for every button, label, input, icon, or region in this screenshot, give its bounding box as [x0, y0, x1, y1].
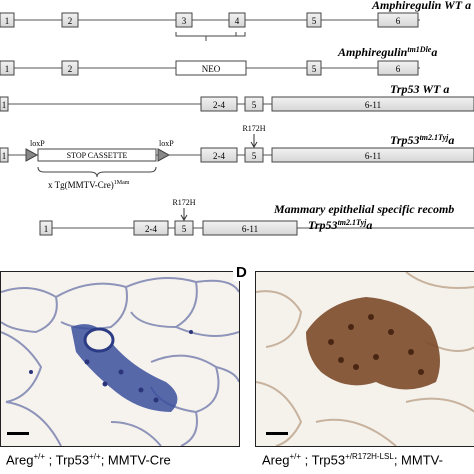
exon-label: 6	[396, 64, 401, 74]
micrograph-c-image	[1, 272, 239, 446]
exon-box	[377, 12, 419, 28]
allele-row-trp53-recombined: 1 2-4 5 6-11 R172H Mammary epithelial sp…	[39, 198, 474, 236]
exon-box	[377, 60, 419, 76]
exon-box	[244, 96, 264, 112]
exon-label: 5	[182, 224, 187, 234]
exon-label: 1	[44, 224, 49, 234]
stop-cassette	[37, 148, 157, 162]
panel-label-d: D	[233, 264, 250, 281]
allele-row-trp53-lsl: 1 loxP STOP CASSETTE loxP 2-4 5 6-11 R17…	[0, 124, 474, 190]
allele-row-trp53-wt: 1 2-4 5 6-11 Trp53 WT a	[0, 82, 474, 112]
exon-box	[306, 60, 322, 76]
exon-box	[306, 12, 322, 28]
exon-box	[200, 147, 238, 163]
exon-box	[174, 220, 194, 236]
exon-label: 2-4	[145, 224, 157, 234]
mutation-arrow-icon	[250, 134, 258, 148]
exon-label: 1	[2, 151, 7, 161]
panel-c-caption: Areg+/+ ; Trp53+/+; MMTV-Cre	[6, 452, 171, 468]
exon-label: 6-11	[242, 224, 258, 234]
exon-label: 3	[182, 16, 187, 26]
exon-box	[0, 147, 9, 163]
exon-box	[61, 60, 79, 76]
allele-label: Mammary epithelial specific recomb	[273, 202, 454, 216]
panel-d-caption: Areg+/+ ; Trp53+/R172H-LSL; MMTV-	[262, 452, 443, 468]
exon-box	[0, 12, 15, 28]
exon-box	[0, 60, 15, 76]
cre-brace	[37, 166, 157, 178]
exon-label: 4	[235, 16, 240, 26]
allele-label-2: Trp53tm2.1Tyja	[308, 218, 372, 232]
allele-label: Amphiregulintm1Dlea	[337, 45, 437, 59]
exon-label: 6-11	[365, 151, 381, 161]
loxp-left-icon	[25, 148, 39, 162]
replacement-bracket	[175, 32, 246, 41]
exon-box	[0, 96, 9, 112]
allele-label: Trp53 WT a	[390, 82, 449, 96]
cre-label: x Tg(MMTV-Cre)1Mam	[48, 180, 130, 190]
loxp-right-icon	[157, 148, 171, 162]
exon-box	[202, 220, 298, 236]
exon-label: 5	[312, 64, 317, 74]
exon-box	[271, 147, 474, 163]
allele-label: Amphiregulin WT a	[371, 0, 471, 12]
exon-label: 1	[5, 16, 10, 26]
exon-label: 5	[312, 16, 317, 26]
mutation-label: R172H	[242, 124, 265, 133]
exon-box	[175, 12, 193, 28]
allele-label: Trp53tm2.1Tyja	[390, 133, 454, 147]
exon-label: 1	[2, 100, 7, 110]
exon-label: 6-11	[365, 100, 381, 110]
exon-box	[228, 12, 246, 28]
exon-box	[200, 96, 238, 112]
exon-label: 2	[68, 16, 73, 26]
loxp-right-label: loxP	[159, 139, 174, 148]
exon-label: 5	[252, 151, 257, 161]
micrograph-d-image	[256, 272, 474, 446]
mutation-arrow-icon	[180, 208, 188, 221]
exon-box	[61, 12, 79, 28]
exon-label: 2	[68, 64, 73, 74]
micrograph-panel-c	[0, 271, 240, 447]
exon-label: 2-4	[213, 100, 225, 110]
exon-box	[133, 220, 169, 236]
neo-label: NEO	[202, 64, 221, 74]
exon-label: 5	[252, 100, 257, 110]
micrograph-panel-d	[255, 271, 474, 447]
exon-box	[271, 96, 474, 112]
exon-box	[39, 220, 53, 236]
allele-row-areg-wt: 1 2 3 4 5 6 Amphiregulin WT a	[0, 0, 471, 41]
exon-label: 1	[5, 64, 10, 74]
exon-label: 6	[396, 16, 401, 26]
neo-cassette	[175, 60, 247, 76]
exon-label: 2-4	[213, 151, 225, 161]
exon-box	[244, 147, 264, 163]
stop-cassette-label: STOP CASSETTE	[67, 151, 128, 160]
mutation-label: R172H	[172, 198, 195, 207]
allele-diagram: 1 2 3 4 5 6 Amphiregulin WT a 1 2 NEO 5 …	[0, 0, 474, 236]
loxp-left-label: loxP	[30, 139, 45, 148]
allele-row-areg-ko: 1 2 NEO 5 6 Amphiregulintm1Dlea	[0, 45, 437, 76]
